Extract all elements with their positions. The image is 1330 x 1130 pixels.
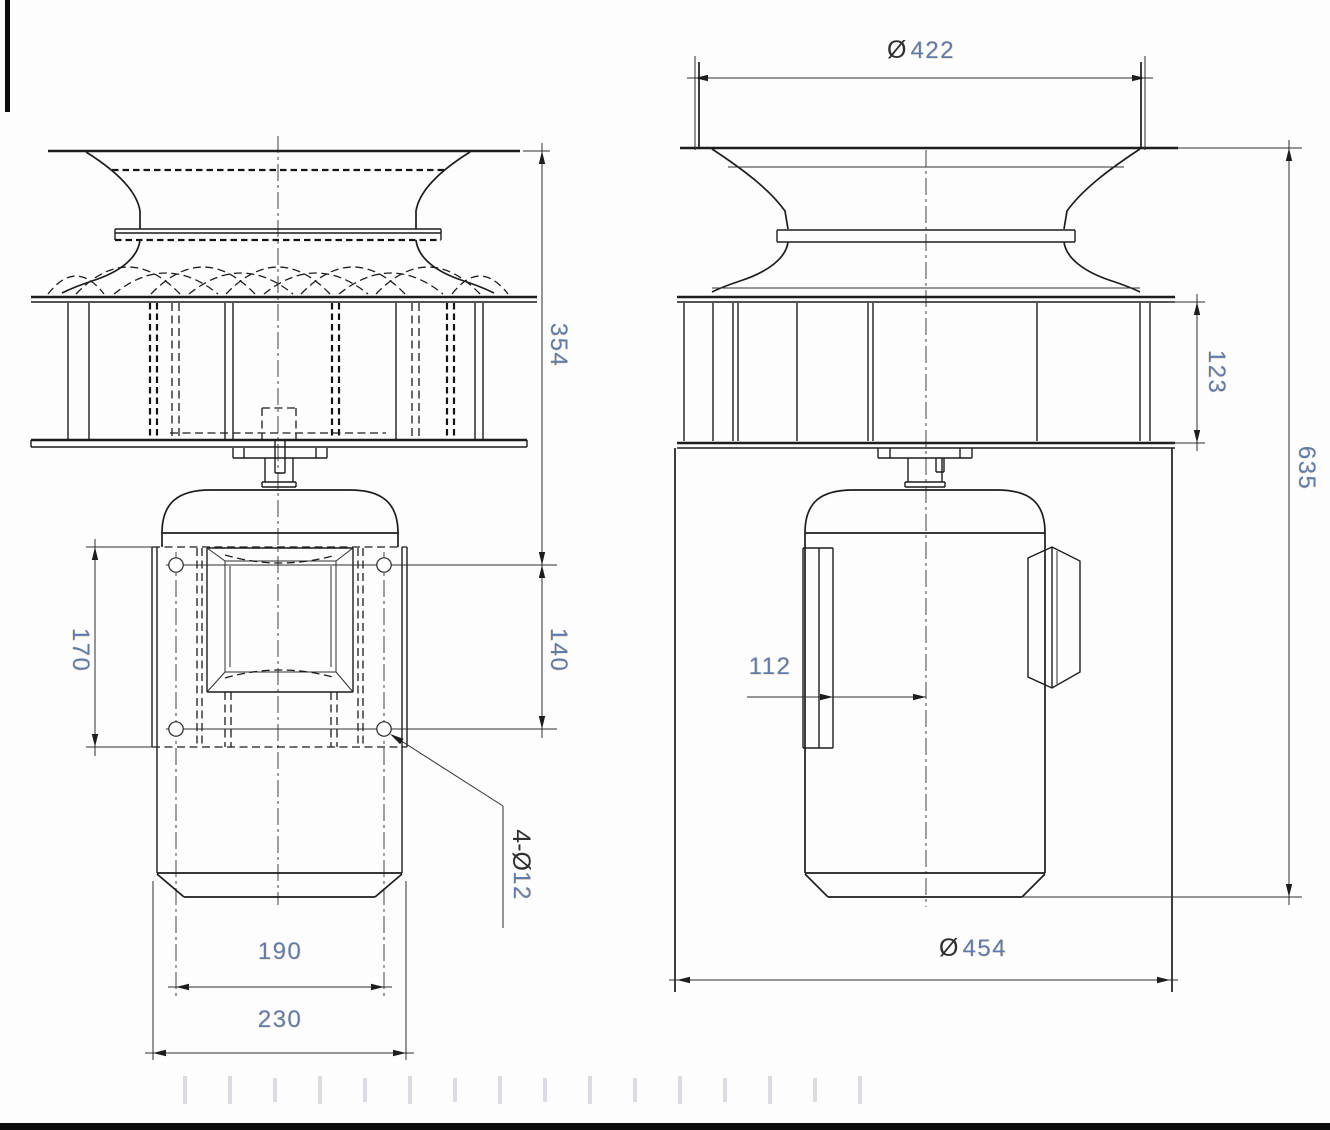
side-view [669, 56, 1302, 992]
hole-callout-prefix: 4-Ø [507, 829, 535, 871]
dim-label-190: 190 [257, 938, 303, 965]
diameter-symbol: Ø [887, 36, 907, 64]
dim-label-354: 354 [545, 322, 572, 368]
dim-label-123: 123 [1203, 349, 1230, 395]
dim-label-230: 230 [257, 1006, 303, 1033]
dim-label-635: 635 [1293, 445, 1320, 491]
dia-454-value: 454 [962, 935, 1007, 962]
dim-label-140: 140 [545, 627, 572, 673]
dim-label-170: 170 [67, 627, 94, 673]
diameter-symbol: Ø [939, 934, 959, 962]
dim-label-hole-callout: 4-Ø12 [507, 829, 535, 901]
front-view [30, 136, 557, 1060]
hole-callout-value: 12 [508, 870, 535, 901]
dia-422-value: 422 [910, 37, 955, 64]
dim-label-112: 112 [748, 653, 792, 680]
